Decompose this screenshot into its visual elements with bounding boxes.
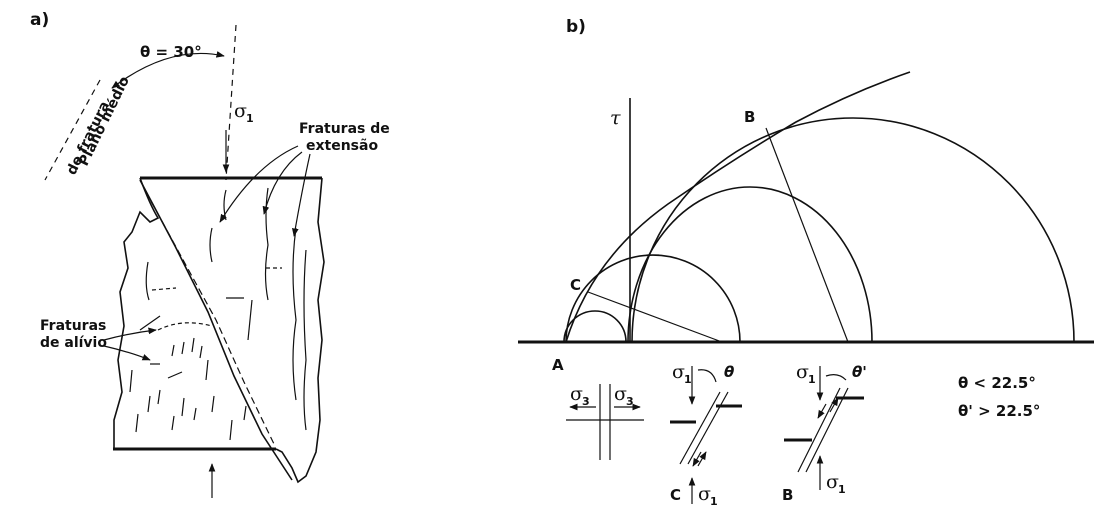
- case-b-sigma1-bottom-subscript: 1: [838, 483, 846, 496]
- relief-label-line1: Fraturas: [40, 318, 106, 334]
- angle-label: θ = 30°: [140, 43, 202, 61]
- point-a-label: A: [552, 356, 564, 374]
- condition-theta: θ < 22.5°: [958, 374, 1036, 392]
- case-c-fracture-wall-1: [679, 391, 721, 465]
- case-c-fracture-wall-2: [687, 391, 729, 465]
- internal-fracture: [151, 287, 177, 291]
- case-b-theta-arc: [825, 374, 847, 381]
- case-b-theta-prime-label: θ': [852, 363, 867, 381]
- case-b-sketch: σ 1 θ' B σ 1: [782, 361, 867, 504]
- internal-fracture: [303, 249, 307, 431]
- internal-fracture: [223, 189, 227, 221]
- mean-plane-reference-line: [44, 79, 101, 181]
- internal-fracture: [247, 299, 253, 341]
- sigma1-reference-line: [225, 24, 237, 181]
- mohr-circle-large: [631, 117, 1075, 343]
- internal-fracture: [264, 187, 269, 301]
- case-c-sigma1-subscript: 1: [684, 373, 692, 386]
- panel-b-label: b): [566, 17, 586, 37]
- case-b-sigma1-subscript: 1: [808, 373, 816, 386]
- mohr-circle-tiny: [563, 310, 627, 343]
- mohr-circle-middle: [627, 186, 873, 343]
- shear-fracture-parallel: [145, 191, 275, 445]
- case-c-theta-label: θ: [724, 363, 734, 381]
- panel-b: b) τ B C A σ 3 σ 3: [518, 17, 1094, 508]
- case-b-fracture-wall-1: [797, 387, 841, 473]
- rock-specimen: [113, 176, 325, 484]
- specimen-right-outline: [275, 177, 325, 484]
- case-c-sigma1-symbol: σ: [672, 361, 685, 383]
- sigma3-right-subscript: 3: [626, 395, 634, 408]
- panel-a: a) θ = 30° σ 1 Plano médio de fratura Fr…: [30, 10, 390, 498]
- point-c-label: C: [570, 276, 581, 294]
- specimen-left-outline: [113, 177, 160, 448]
- relief-arrow-1: [103, 327, 157, 341]
- point-b-label: B: [744, 108, 755, 126]
- sigma1-symbol: σ: [234, 100, 247, 122]
- internal-fracture: [145, 261, 150, 301]
- internal-fracture: [147, 389, 197, 431]
- case-b-label: B: [782, 486, 793, 504]
- extension-label-line2: extensão: [306, 138, 378, 154]
- extension-label-line1: Fraturas de: [299, 121, 390, 137]
- internal-fracture: [209, 227, 213, 263]
- case-c-sketch: σ 1 θ C σ 1: [670, 361, 742, 508]
- extension-arrow-2: [262, 151, 303, 215]
- case-c-label: C: [670, 486, 681, 504]
- internal-fracture: [139, 315, 161, 331]
- extension-arrow-3: [291, 153, 311, 237]
- internal-fracture: [167, 371, 183, 379]
- internal-fracture: [205, 359, 215, 413]
- internal-fracture: [129, 369, 139, 433]
- mohr-circle-small-tension: [565, 254, 741, 343]
- case-c-theta-arc: [697, 369, 717, 383]
- relief-arrow-2: [103, 345, 151, 361]
- case-c-sigma1-bottom-subscript: 1: [710, 495, 718, 508]
- failure-envelope: [565, 71, 911, 343]
- shear-fracture: [139, 179, 293, 481]
- internal-fracture: [171, 337, 203, 359]
- radius-to-point-c: [587, 291, 723, 343]
- case-b-slip-arrow-2: [817, 403, 827, 419]
- condition-theta-prime: θ' > 22.5°: [958, 402, 1040, 420]
- case-c-slip-arrow-2: [697, 451, 707, 467]
- case-a-tension-sketch: σ 3 σ 3: [566, 383, 644, 460]
- internal-fracture: [229, 405, 247, 441]
- case-b-sigma1-symbol: σ: [796, 361, 809, 383]
- sigma3-left-symbol: σ: [570, 383, 583, 405]
- angle-arc: [111, 51, 225, 89]
- case-c-sigma1-bottom-symbol: σ: [698, 483, 711, 505]
- case-b-sigma1-bottom-symbol: σ: [826, 471, 839, 493]
- extension-arrow-1: [219, 145, 299, 223]
- tau-label: τ: [610, 107, 621, 129]
- case-b-slip-arrow-1: [829, 397, 839, 413]
- sigma1-subscript: 1: [246, 112, 254, 125]
- internal-fracture: [292, 227, 297, 401]
- sigma3-right-symbol: σ: [614, 383, 627, 405]
- panel-a-label: a): [30, 10, 49, 30]
- relief-fracture-dashed: [157, 322, 213, 331]
- sigma3-left-subscript: 3: [582, 395, 590, 408]
- case-b-fracture-wall-2: [805, 387, 849, 473]
- radius-to-point-b: [765, 127, 849, 343]
- relief-label-line2: de alívio: [40, 335, 107, 351]
